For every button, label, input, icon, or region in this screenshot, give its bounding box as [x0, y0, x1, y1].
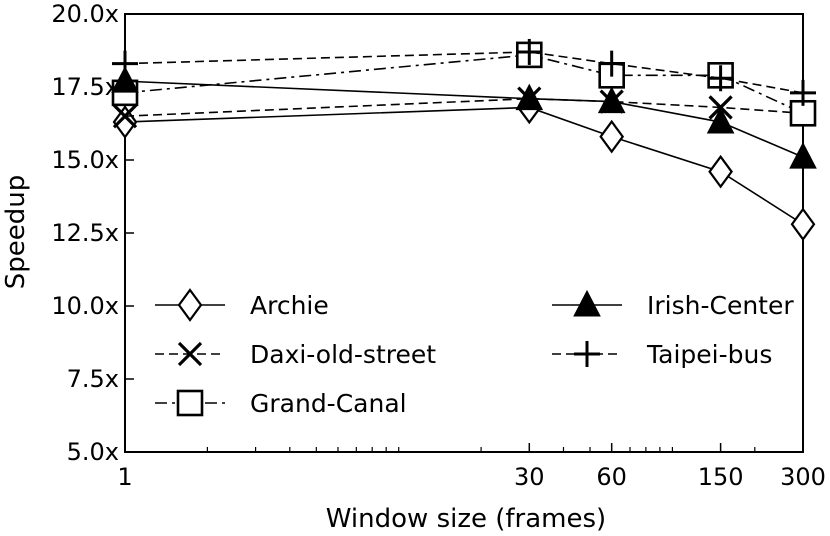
series-line-grand-canal: [124, 54, 804, 115]
y-tick-label: 20.0x: [51, 0, 119, 28]
y-tick-label: 7.5x: [67, 365, 119, 393]
y-tick-label: 12.5x: [51, 219, 119, 247]
legend-label: Archie: [250, 291, 329, 320]
x-tick-label: 300: [780, 463, 826, 491]
data-series: [111, 38, 817, 242]
y-tick-label: 17.5x: [51, 73, 119, 101]
x-axis-ticks: 1 30 60 150 300: [117, 443, 826, 491]
x-tick-label: 150: [698, 463, 744, 491]
x-tick-label: 1: [117, 463, 132, 491]
series-archie: [112, 90, 816, 242]
data-point-irish-center: [706, 106, 735, 134]
series-taipei-bus: [112, 38, 816, 106]
legend-marker: [177, 341, 203, 367]
series-irish-center: [111, 66, 817, 169]
y-axis-ticks: 5.0x 7.5x 10.0x 12.5x 15.0x 17.5x 20.0x: [51, 0, 134, 466]
legend-label: Irish-Center: [647, 291, 794, 320]
data-point-archie: [708, 154, 733, 189]
legend-entry-grand-canal: Grand-Canal: [155, 389, 407, 418]
y-tick-label: 5.0x: [67, 438, 119, 466]
series-line-daxi-old-street: [124, 97, 804, 117]
data-point-irish-center: [515, 83, 544, 111]
data-point-taipei-bus: [707, 65, 734, 92]
series-daxi-old-street: [112, 86, 816, 129]
legend-entry-archie: Archie: [155, 288, 329, 322]
marker-stroke: [177, 341, 203, 367]
series-grand-canal: [111, 41, 817, 127]
plot-area: [124, 13, 804, 453]
legend-marker: [573, 289, 601, 317]
legend-label: Daxi-old-street: [250, 340, 436, 369]
y-axis-title: Speedup: [1, 175, 31, 290]
plot-frame: [124, 13, 804, 453]
data-point-irish-center: [789, 141, 817, 169]
data-point-taipei-bus: [598, 50, 625, 77]
y-tick-label: 15.0x: [51, 146, 119, 174]
data-point-irish-center: [597, 86, 626, 114]
x-axis-title: Window size (frames): [326, 504, 606, 534]
legend-entry-irish-center: Irish-Center: [552, 289, 794, 320]
legend-label: Grand-Canal: [250, 389, 407, 418]
data-point-taipei-bus: [112, 50, 138, 77]
marker-stroke: [112, 104, 138, 129]
legend-entry-taipei-bus: Taipei-bus: [552, 340, 772, 369]
data-point-irish-center: [111, 66, 139, 93]
data-point-archie: [790, 207, 816, 242]
legend-marker: [176, 389, 204, 417]
data-point-archie: [599, 119, 625, 154]
x-tick-label: 60: [596, 463, 627, 491]
x-tick-label: 30: [514, 463, 545, 491]
data-point-taipei-bus: [790, 79, 816, 106]
legend-marker: [574, 341, 600, 367]
series-line-taipei-bus: [124, 51, 804, 94]
legend-entry-daxi-old-street: Daxi-old-street: [155, 340, 436, 369]
data-point-daxi-old-street: [112, 104, 138, 129]
data-point-archie: [112, 105, 138, 139]
legend-label: Taipei-bus: [646, 340, 772, 369]
legend-marker: [177, 288, 203, 322]
data-point-taipei-bus: [516, 38, 543, 65]
series-line-archie: [124, 106, 804, 225]
y-tick-label: 10.0x: [51, 292, 119, 320]
